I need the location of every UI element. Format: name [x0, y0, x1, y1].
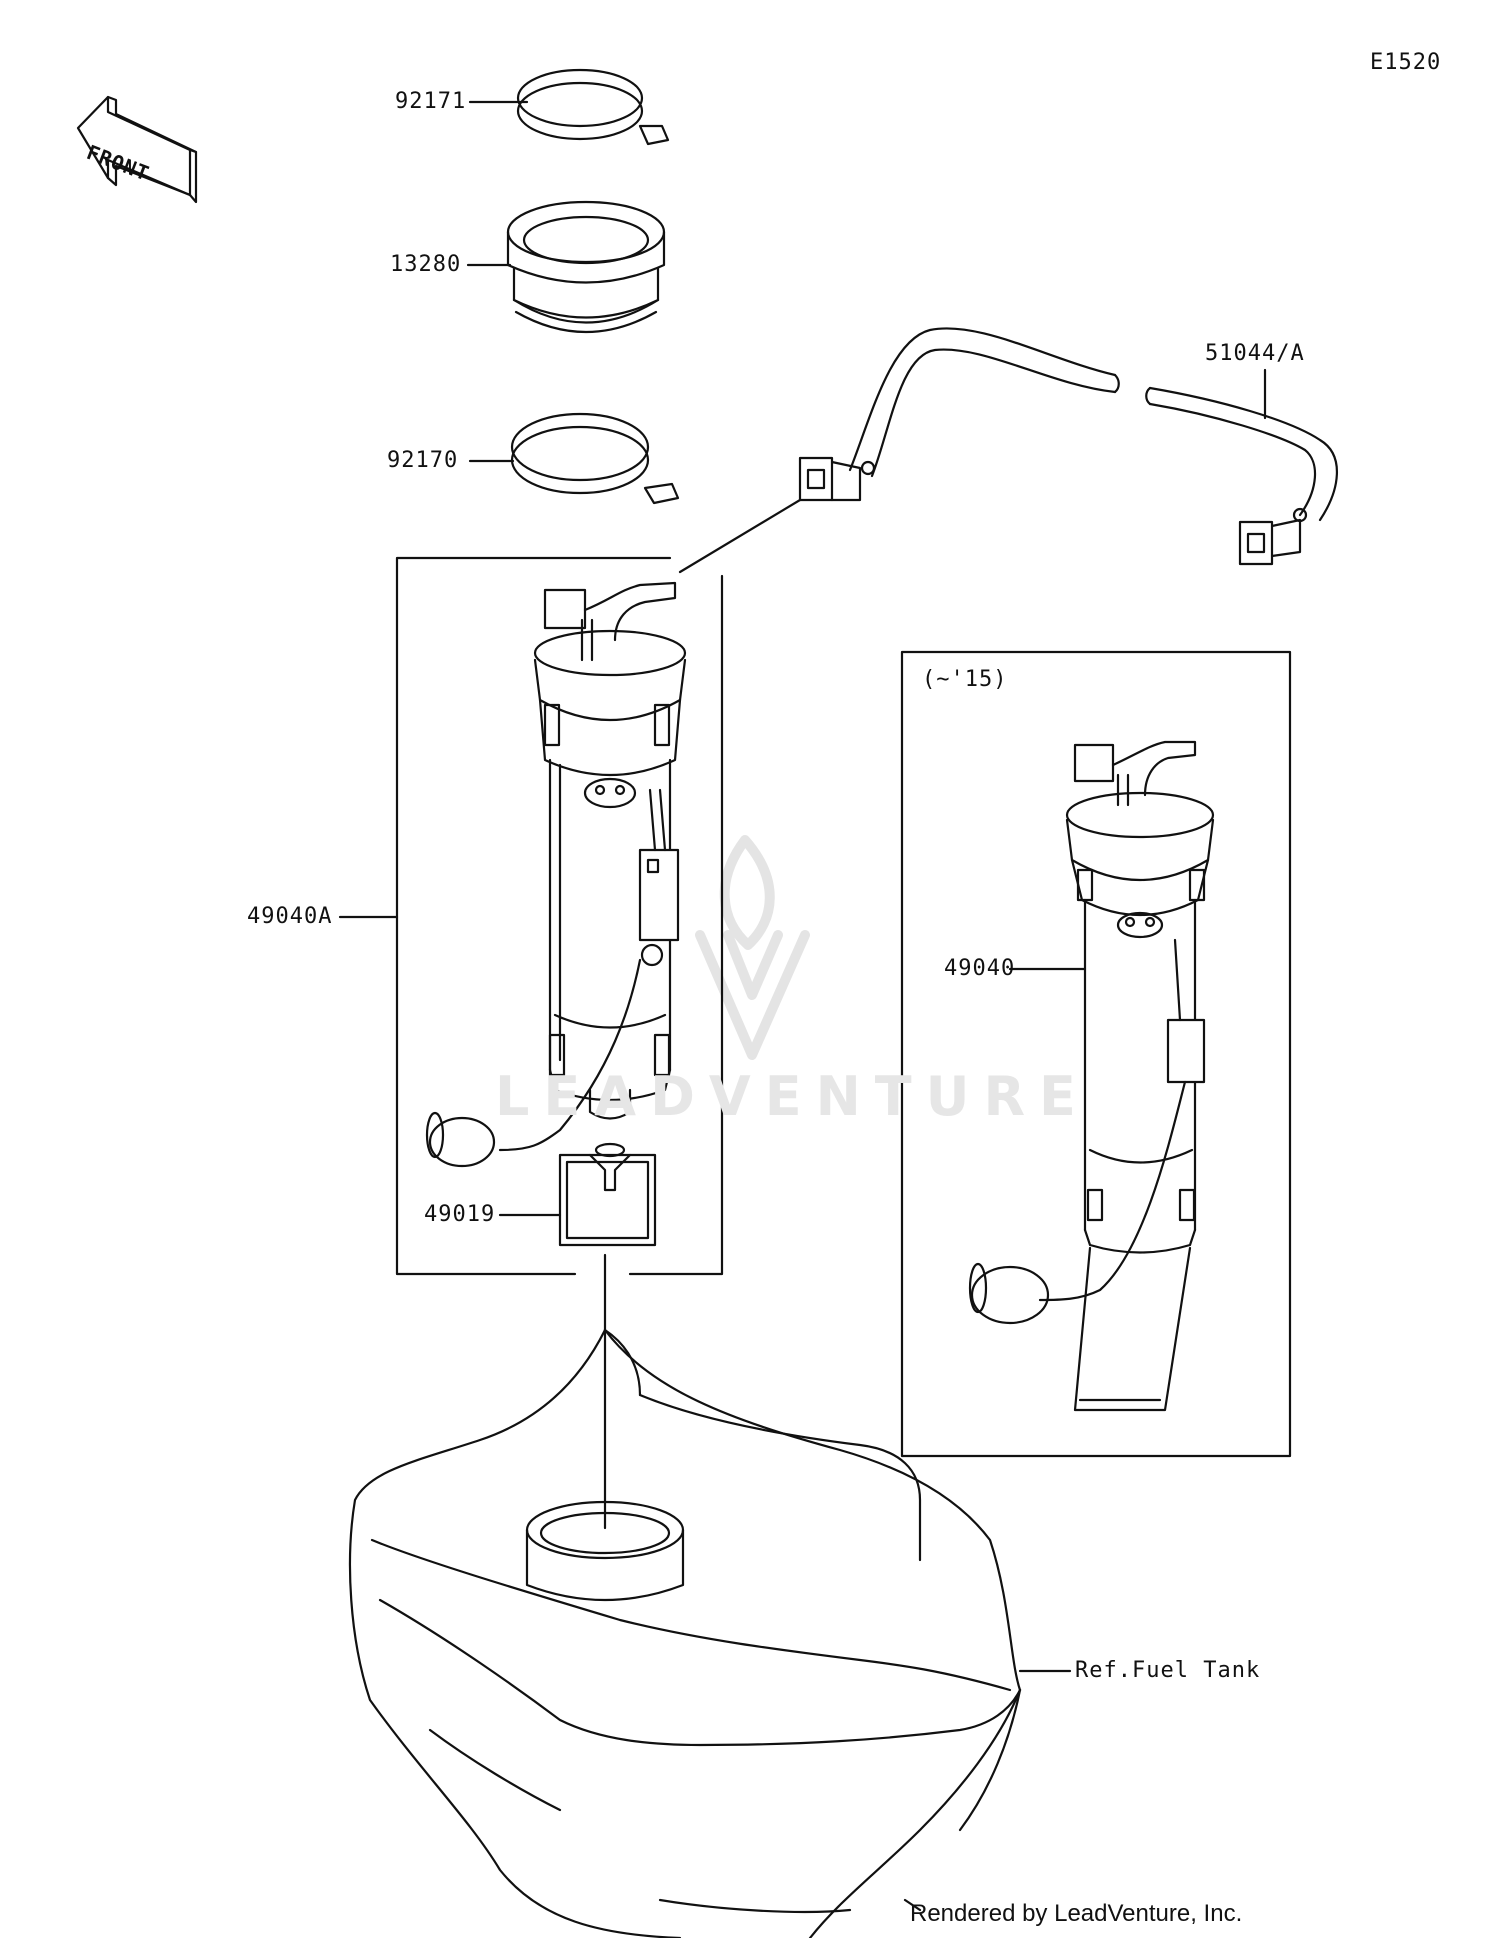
watermark-logo	[695, 835, 810, 1060]
part-label-fuel-tank: Ref.Fuel Tank	[1075, 1658, 1261, 1683]
part-label-13280: 13280	[390, 252, 462, 277]
pump-49040-drawing	[968, 740, 1215, 1412]
part-label-92170: 92170	[387, 448, 459, 473]
pump-assy-frame	[900, 650, 1292, 1458]
clamp-92170-drawing	[468, 412, 680, 505]
part-label-49019: 49019	[424, 1202, 496, 1227]
part-label-49040: 49040	[944, 956, 1016, 981]
clamp-92171-drawing	[468, 68, 670, 146]
part-label-92171: 92171	[395, 89, 467, 114]
footer-credit: Rendered by LeadVenture, Inc.	[910, 1900, 1243, 1927]
front-arrow-icon	[76, 95, 198, 204]
pump-49040A-drawing	[425, 581, 687, 1168]
diagram-code: E1520	[1370, 50, 1442, 75]
part-label-51044A: 51044/A	[1205, 341, 1305, 366]
filter-49019-drawing	[498, 1142, 657, 1530]
watermark-text: LEADVENTURE	[495, 1065, 1090, 1128]
hose-51044A-drawing	[678, 327, 1339, 574]
part-label-49040A: 49040A	[247, 904, 333, 929]
pump-assy-a-frame	[338, 556, 724, 1276]
variant-box-label: (~'15)	[922, 667, 1008, 692]
seal-13280-drawing	[466, 200, 666, 333]
fuel-tank-drawing	[348, 1328, 1072, 1938]
